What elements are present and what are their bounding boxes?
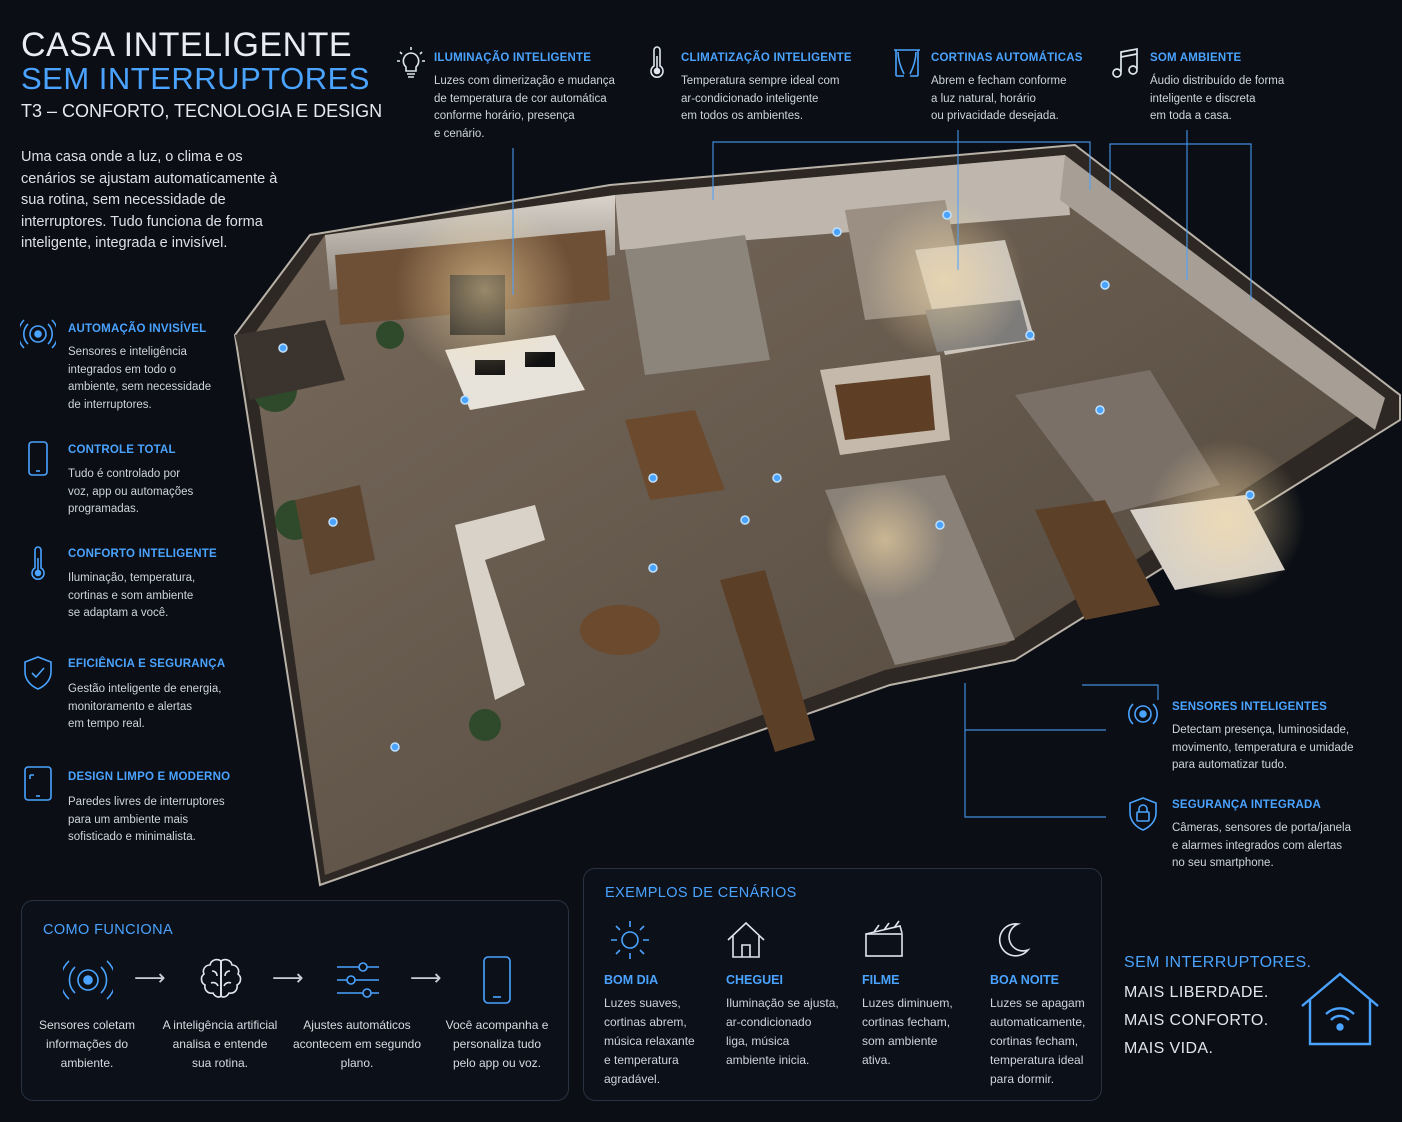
floor-plan-illustration <box>233 143 1401 887</box>
moon-icon <box>990 918 1034 962</box>
feature-title-automation: AUTOMAÇÃO INVISÍVEL <box>68 323 207 335</box>
scenario-title-good-night: BOA NOITE <box>990 973 1059 987</box>
feature-text-sensors: Detectam presença, luminosidade,moviment… <box>1172 724 1354 771</box>
smartphone-icon <box>472 955 522 1005</box>
feature-title-efficiency: EFICIÊNCIA E SEGURANÇA <box>68 658 226 670</box>
feature-title-design: DESIGN LIMPO E MODERNO <box>68 771 231 783</box>
brain-icon <box>196 955 246 1005</box>
arrow-right-icon: ⟶ <box>410 965 442 990</box>
feature-title-security: SEGURANÇA INTEGRADA <box>1172 799 1322 811</box>
music-note-icon <box>1111 46 1141 85</box>
scenarios-title: EXEMPLOS DE CENÁRIOS <box>605 885 797 901</box>
arrow-right-icon: ⟶ <box>134 965 166 990</box>
scenarios-panel <box>583 868 1102 1101</box>
sensor-waves-icon <box>1125 696 1161 732</box>
lightbulb-icon <box>396 46 426 85</box>
tablet-icon <box>20 765 56 801</box>
subtitle: T3 – CONFORTO, TECNOLOGIA E DESIGN <box>21 101 383 121</box>
sensor-waves-icon <box>60 955 116 1005</box>
lock-shield-icon <box>1125 796 1161 832</box>
scenario-title-good-morning: BOM DIA <box>604 973 659 987</box>
scenario-text-movie: Luzes diminuem,cortinas fecham,som ambie… <box>862 996 953 1067</box>
feature-title-curtains: CORTINAS AUTOMÁTICAS <box>931 52 1083 64</box>
how-it-works-panel <box>21 900 569 1101</box>
closing-line-3: MAIS CONFORTO. <box>1124 1012 1269 1029</box>
arrow-right-icon: ⟶ <box>272 965 304 990</box>
feature-title-sensors: SENSORES INTELIGENTES <box>1172 701 1328 713</box>
scenario-title-arrived: CHEGUEI <box>726 973 783 987</box>
feature-title-comfort: CONFORTO INTELIGENTE <box>68 548 217 560</box>
sensor-waves-icon <box>17 316 59 352</box>
clapperboard-icon <box>862 918 906 962</box>
closing-line-1: SEM INTERRUPTORES. <box>1124 954 1312 971</box>
shield-check-icon <box>20 655 56 691</box>
intro-text: Uma casa onde a luz, o clima e os cenári… <box>21 149 278 251</box>
closing-line-2: MAIS LIBERDADE. <box>1124 984 1269 1001</box>
title-line-1: CASA INTELIGENTE <box>21 26 353 64</box>
sliders-icon <box>333 955 383 1005</box>
feature-title-sound: SOM AMBIENTE <box>1150 52 1242 64</box>
feature-title-lighting: ILUMINAÇÃO INTELIGENTE <box>434 52 592 64</box>
how-it-works-title: COMO FUNCIONA <box>43 922 174 938</box>
thermometer-icon <box>20 546 56 582</box>
sun-icon <box>608 918 652 962</box>
closing-line-4: MAIS VIDA. <box>1124 1040 1214 1057</box>
feature-text-efficiency: Gestão inteligente de energia,monitorame… <box>68 683 222 730</box>
smartphone-icon <box>20 440 56 476</box>
feature-text-comfort: Iluminação, temperatura,cortinas e som a… <box>68 572 196 619</box>
thermometer-icon <box>642 46 672 85</box>
scenario-title-movie: FILME <box>862 973 900 987</box>
scenario-text-good-morning: Luzes suaves,cortinas abrem,música relax… <box>604 996 695 1086</box>
feature-title-control: CONTROLE TOTAL <box>68 444 176 456</box>
feature-title-climate: CLIMATIZAÇÃO INTELIGENTE <box>681 52 852 64</box>
curtain-icon <box>892 46 922 85</box>
house-icon <box>724 918 768 962</box>
smart-home-wifi-icon <box>1298 970 1382 1048</box>
title-line-2: SEM INTERRUPTORES <box>21 61 370 96</box>
